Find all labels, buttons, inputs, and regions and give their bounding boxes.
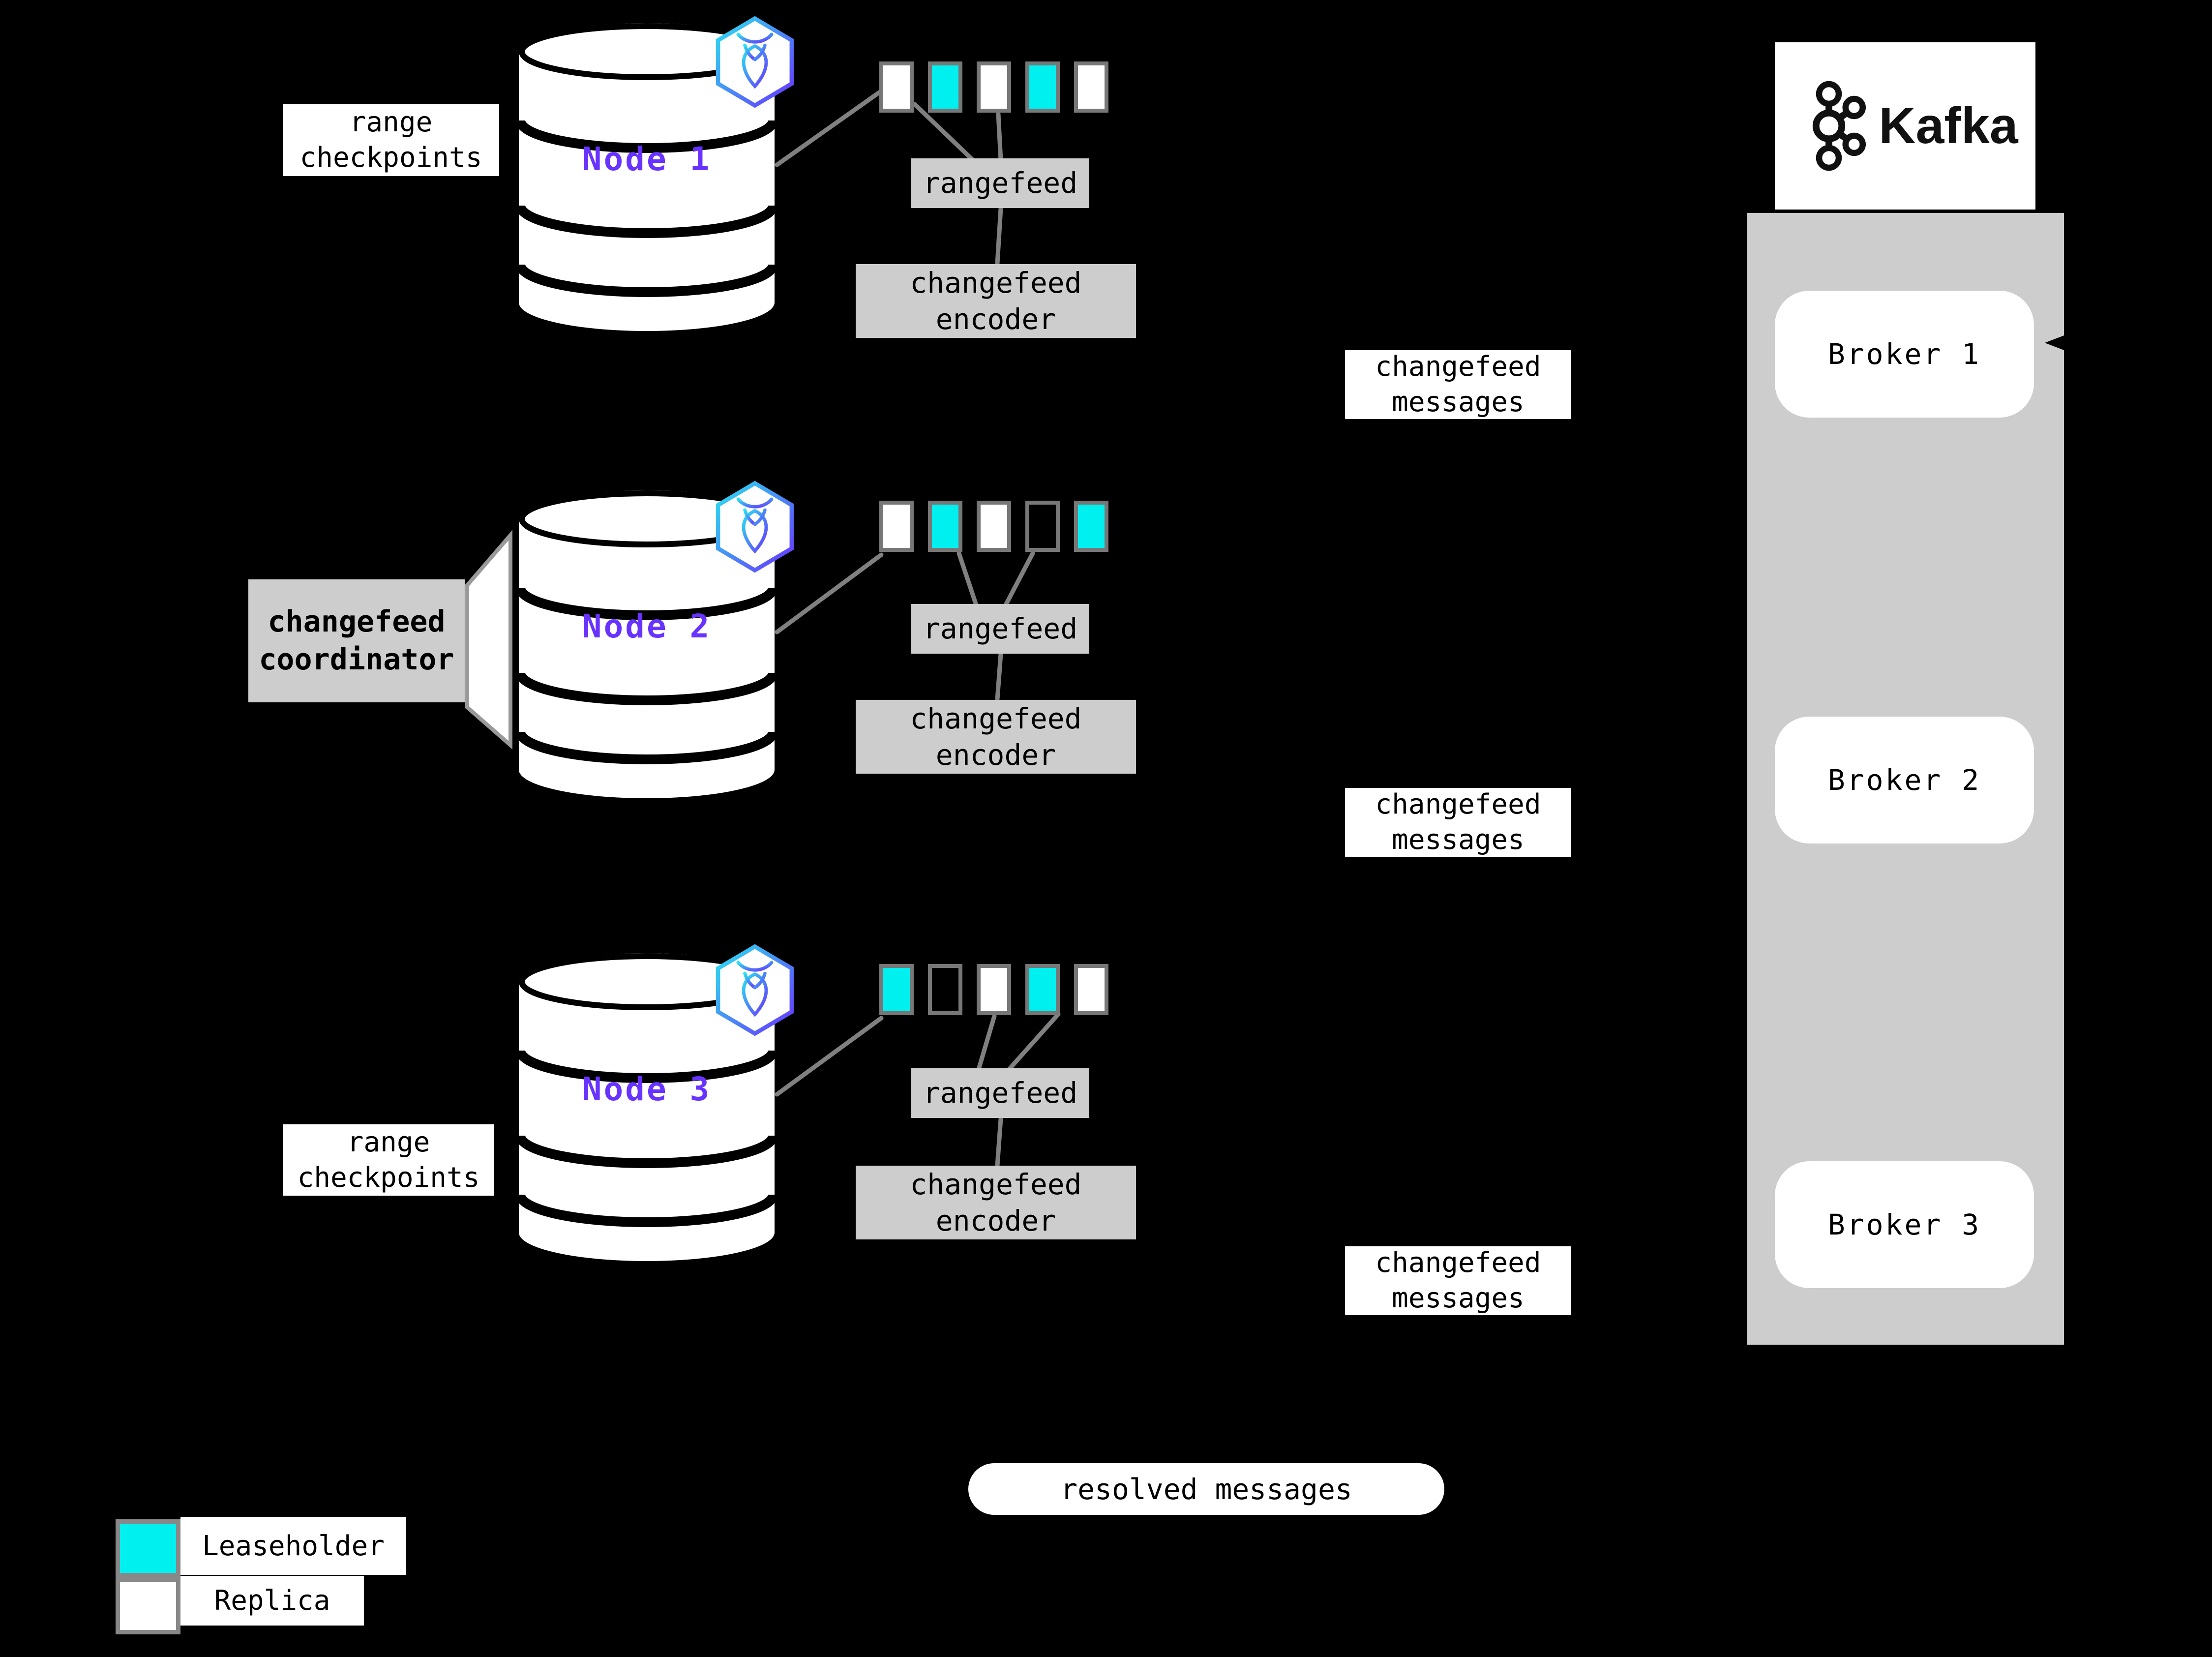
database-cylinder-icon [515, 490, 778, 798]
node-1-range-row [879, 61, 1108, 113]
range-square-replica [879, 61, 914, 113]
changefeed-encoder-box-3: changefeed encoder [856, 1166, 1136, 1239]
kafka-logo-panel: Kafka [1775, 42, 2035, 210]
legend-leaseholder-label: Leaseholder [180, 1517, 406, 1575]
range-checkpoints-label-bottom: range checkpoints [283, 1124, 494, 1196]
wire-range-to-rangefeed [1007, 1012, 1061, 1072]
range-square-empty [928, 964, 962, 1015]
range-square-leaseholder [879, 964, 914, 1015]
label-line: checkpoints [297, 1161, 480, 1194]
broker-3-box: Broker 3 [1775, 1161, 2034, 1288]
range-checkpoints-label-top: range checkpoints [283, 104, 499, 176]
database-cylinder-icon [515, 23, 778, 331]
wire-rangefeed-to-encoder [995, 1116, 1003, 1168]
changefeed-messages-label-3: changefeed messages [1345, 1246, 1571, 1315]
rangefeed-box-3: rangefeed [911, 1068, 1089, 1118]
node-2-range-row [879, 501, 1108, 552]
wire-rangefeed-to-encoder [995, 206, 1003, 266]
label-line: Replica [214, 1585, 330, 1617]
label-line: changefeed [268, 604, 446, 639]
node-2-database: Node 2 [515, 487, 778, 802]
label-line: messages [1392, 824, 1524, 856]
legend-replica-swatch [116, 1577, 180, 1634]
label-line: changefeed [1375, 1247, 1541, 1279]
legend-replica-label: Replica [180, 1576, 364, 1626]
cockroachdb-icon [716, 944, 794, 1036]
label-line: messages [1392, 1282, 1524, 1314]
label-line: changefeed [1375, 788, 1541, 821]
label-line: rangefeed [923, 1076, 1078, 1110]
wire-range-to-rangefeed [1003, 551, 1035, 607]
wire-range-to-rangefeed [912, 102, 976, 163]
label-line: range [347, 1126, 430, 1158]
range-square-leaseholder [928, 501, 962, 552]
wire-range-to-rangefeed [957, 551, 979, 607]
node-label: Node 2 [582, 607, 712, 645]
label-line: coordinator [259, 642, 454, 677]
wire-range-to-rangefeed [996, 112, 1003, 162]
label-line: encoder [935, 738, 1056, 772]
range-square-leaseholder [1025, 61, 1060, 113]
broker-label: Broker 3 [1827, 1208, 1981, 1241]
range-square-replica [1074, 61, 1108, 113]
label-line: changefeed [1375, 351, 1541, 383]
changefeed-messages-label-2: changefeed messages [1345, 788, 1571, 857]
range-square-replica [977, 61, 1011, 113]
resolved-messages-pill: resolved messages [968, 1463, 1444, 1515]
changefeed-messages-label-1: changefeed messages [1345, 350, 1571, 419]
range-square-replica [977, 501, 1011, 552]
wire-rangefeed-to-encoder [995, 652, 1003, 702]
node-3-database: Node 3 [515, 950, 778, 1265]
range-square-leaseholder [928, 61, 962, 113]
label-line: changefeed [910, 266, 1082, 300]
label-line: resolved messages [1060, 1472, 1352, 1506]
changefeed-encoder-box-1: changefeed encoder [856, 264, 1136, 338]
broker-1-box: Broker 1 [1775, 291, 2034, 418]
range-square-replica [1074, 964, 1108, 1015]
database-cylinder-icon [515, 953, 778, 1261]
label-line: changefeed [910, 1167, 1082, 1201]
node-1-database: Node 1 [515, 20, 778, 334]
kafka-wordmark: Kafka [1879, 97, 2018, 154]
coordinator-bracket [465, 530, 512, 750]
broker-label: Broker 2 [1827, 763, 1981, 797]
range-square-empty [1025, 501, 1060, 552]
cockroachdb-icon [716, 481, 794, 573]
label-line: messages [1392, 386, 1524, 418]
legend-leaseholder-swatch [116, 1519, 180, 1577]
range-square-replica [879, 501, 914, 552]
label-line: encoder [935, 302, 1056, 336]
wire-range-to-rangefeed [976, 1014, 997, 1072]
kafka-icon [1813, 81, 1866, 171]
changefeed-coordinator-box: changefeed coordinator [248, 579, 465, 702]
range-square-leaseholder [1025, 964, 1060, 1015]
rangefeed-box-2: rangefeed [911, 604, 1089, 654]
node-label: Node 1 [582, 140, 712, 178]
label-line: changefeed [910, 701, 1082, 735]
range-square-leaseholder [1074, 501, 1108, 552]
label-line: rangefeed [923, 612, 1078, 646]
node-3-range-row [879, 964, 1108, 1015]
label-line: rangefeed [923, 166, 1078, 200]
range-square-replica [977, 964, 1011, 1015]
rangefeed-box-1: rangefeed [911, 158, 1089, 208]
label-line: Leaseholder [202, 1530, 385, 1562]
node-label: Node 3 [582, 1070, 712, 1108]
label-line: range [349, 106, 433, 139]
changefeed-encoder-box-2: changefeed encoder [856, 700, 1136, 774]
label-line: encoder [935, 1204, 1056, 1237]
cockroachdb-icon [716, 16, 794, 108]
broker-2-box: Broker 2 [1775, 717, 2034, 844]
label-line: checkpoints [299, 142, 482, 174]
broker-label: Broker 1 [1827, 337, 1981, 371]
